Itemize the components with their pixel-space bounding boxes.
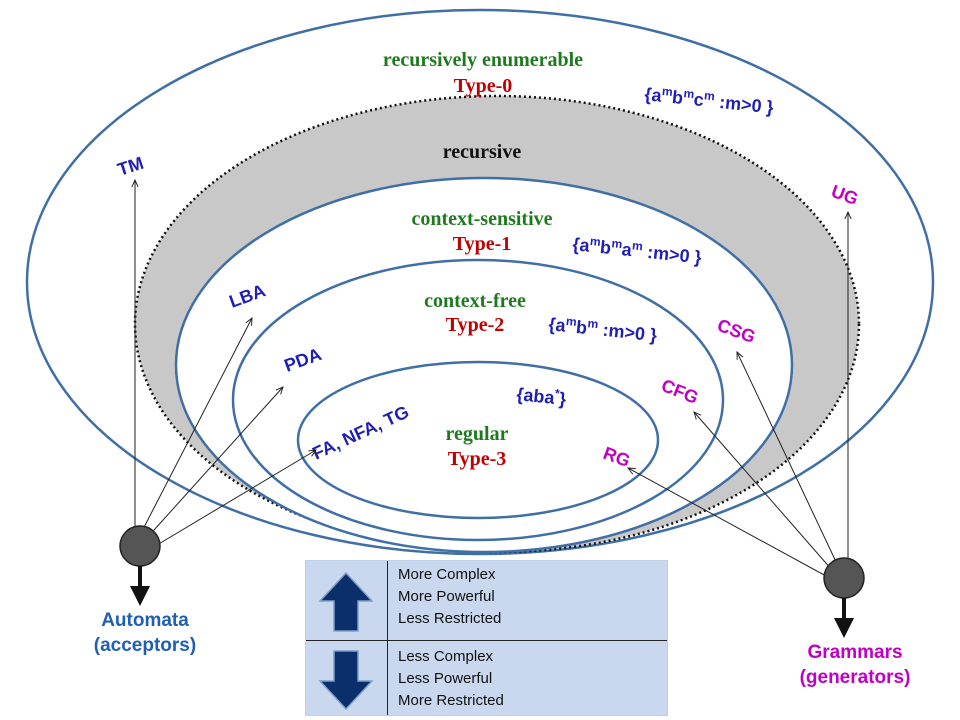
type1-name: context-sensitive (411, 208, 552, 230)
svg-text:{ambm :m>0 }: {ambm :m>0 } (548, 312, 659, 345)
type2-name: context-free (424, 290, 526, 312)
legend-down-line: Less Complex (398, 648, 494, 665)
example-language-type2: {ambm :m>0 } (548, 312, 659, 345)
automata-node (119, 525, 161, 567)
up-arrow-icon (318, 571, 374, 632)
legend-up-line: More Complex (398, 566, 496, 583)
legend-divider-horizontal (306, 640, 667, 641)
type2-type: Type-2 (446, 314, 505, 336)
grammar-arrows (628, 212, 848, 577)
automata-arrows (135, 180, 316, 549)
type3-ellipse (296, 360, 660, 520)
legend-table: More Complex More Powerful Less Restrict… (305, 560, 668, 716)
arrow-to-rg (628, 468, 827, 577)
svg-text:{aba*}: {aba*} (516, 382, 568, 409)
grammars-label: Grammars (generators) (780, 640, 930, 690)
example-language-type1: {ambmam :m>0 } (572, 232, 703, 268)
legend-down-line: Less Powerful (398, 670, 493, 687)
arrow-to-lba (139, 318, 252, 536)
arrow-to-fa (151, 450, 316, 549)
grammars-label-line2: (generators) (799, 667, 911, 688)
automata-label-line1: Automata (101, 610, 189, 631)
type0-name: recursively enumerable (383, 49, 583, 71)
recursive-name: recursive (443, 141, 522, 163)
svg-text:{ambmam :m>0 }: {ambmam :m>0 } (572, 232, 703, 267)
example-language-type3: {aba*} (516, 382, 568, 409)
grammars-label-line1: Grammars (807, 642, 903, 663)
legend-up-line: More Powerful (398, 588, 495, 605)
automata-label: Automata (acceptors) (70, 608, 220, 658)
type3-type: Type-3 (448, 448, 507, 470)
legend-divider-vertical (387, 561, 388, 715)
legend-down-line: More Restricted (398, 692, 504, 709)
example-language-type0: {ambmcm :m>0 } (644, 82, 775, 118)
down-arrow-icon (318, 650, 374, 711)
grammars-node (823, 557, 865, 599)
type3-name: regular (446, 423, 509, 445)
type0-type: Type-0 (454, 75, 513, 97)
arrow-to-cfg (694, 412, 833, 571)
legend-up-text: More Complex More Powerful Less Restrict… (398, 564, 501, 630)
svg-text:{ambmcm :m>0 }: {ambmcm :m>0 } (644, 82, 775, 117)
automata-label-line2: (acceptors) (93, 635, 197, 656)
type1-type: Type-1 (453, 233, 512, 255)
arrow-to-pda (144, 387, 283, 541)
arrow-to-csg (737, 352, 839, 567)
legend-down-text: Less Complex Less Powerful More Restrict… (398, 646, 504, 712)
legend-up-line: Less Restricted (398, 610, 502, 627)
